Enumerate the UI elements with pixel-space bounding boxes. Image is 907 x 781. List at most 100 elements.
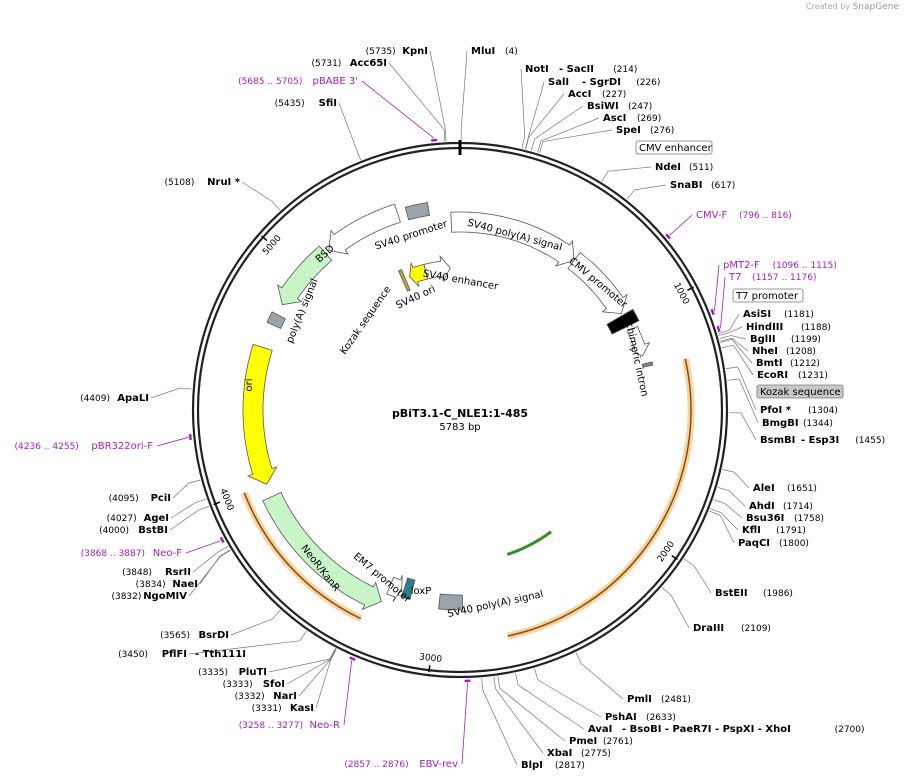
feature-chimeric-intron[interactable] (626, 325, 651, 357)
primer-leader (185, 540, 221, 554)
feature-em7-promoter[interactable] (386, 575, 403, 602)
site-pfoi[interactable]: PfoI *(1304) (760, 405, 838, 416)
site-avai[interactable]: AvaI- BsoBI - PaeR7I - PspXI - XhoI(2700… (588, 724, 865, 735)
site-kpni[interactable]: KpnI(5735) (366, 46, 428, 57)
site-bsu36i[interactable]: Bsu36I(1758) (746, 513, 824, 524)
site-apali[interactable]: ApaLI(4409) (80, 393, 149, 404)
site-tick (626, 189, 635, 200)
site-bsmbi[interactable]: BsmBI- Esp3I(1455) (760, 435, 885, 446)
feature-sv40-poly-a-signal[interactable] (438, 593, 463, 611)
site-xbai[interactable]: XbaI(2775) (547, 748, 611, 759)
site-bmti[interactable]: BmtI(1212) (756, 358, 820, 369)
site-rsrii[interactable]: RsrII(3848) (122, 567, 191, 578)
site-noti[interactable]: NotI- SacII(214) (525, 64, 637, 75)
site-asisi[interactable]: AsiSI(1181) (743, 309, 814, 320)
site-leader (534, 105, 584, 140)
site-position: (1791) (776, 526, 806, 536)
primer-pmt2f[interactable]: pMT2-F(1096 .. 1115) (723, 260, 837, 271)
site-agei[interactable]: AgeI(4027) (107, 513, 169, 524)
site-bglii[interactable]: BglII(1199) (750, 334, 821, 345)
site-name: AhdI (749, 501, 775, 512)
feature-sv40-poly-a-signal[interactable] (404, 202, 430, 221)
primer-name: Neo-R (310, 720, 341, 731)
feature-kozak-sequence[interactable] (398, 269, 411, 292)
site-leader (170, 502, 196, 519)
feature-cmv-promoter[interactable] (567, 252, 628, 315)
site-tick (220, 550, 231, 557)
site-pmli[interactable]: PmlI(2481) (627, 694, 691, 705)
feature-t7-promoter[interactable] (606, 308, 640, 335)
site-tick (445, 129, 447, 142)
site-position: (3332) (235, 692, 265, 702)
site-leader (730, 335, 747, 340)
site-nhei[interactable]: NheI(1208) (752, 346, 816, 357)
site-sali[interactable]: SalI- SgrDI(226) (548, 77, 660, 88)
site-mlui[interactable]: MluI(4) (471, 46, 518, 57)
site-tick (521, 136, 526, 149)
primer-neof[interactable]: Neo-F(3868 .. 3887) (81, 548, 183, 559)
site-bsrdi[interactable]: BsrDI(3565) (160, 630, 229, 641)
feature-poly-a-signal[interactable] (266, 311, 286, 330)
feature-sv40-enhancer[interactable] (423, 255, 451, 283)
site-bmgbi[interactable]: BmgBI(1344) (762, 418, 833, 429)
primer-cmvf[interactable]: CMV-F(796 .. 816) (696, 210, 792, 221)
site-spei[interactable]: SpeI(276) (616, 125, 674, 136)
site-ndei[interactable]: NdeI(511) (655, 162, 713, 173)
credit-prefix: Created by (806, 2, 851, 11)
site-bsteii[interactable]: BstEII(1986) (715, 588, 793, 599)
site-ngomiv[interactable]: NgoMIV(3832) (111, 591, 187, 602)
site-pcii[interactable]: PciI(4095) (109, 493, 171, 504)
site-kfli[interactable]: KflI(1791) (742, 525, 806, 536)
site-pshai[interactable]: PshAI(2633) (605, 712, 676, 723)
site-ahdi[interactable]: AhdI(1714) (749, 501, 813, 512)
feature-sv40-promoter[interactable] (328, 203, 401, 255)
site-pmei[interactable]: PmeI(2761) (569, 736, 633, 747)
feature-neor-kanr[interactable] (262, 491, 382, 611)
site-nrui[interactable]: NruI *(5108) (164, 177, 240, 188)
site-ecori[interactable]: EcoRI(1231) (757, 370, 828, 381)
primer-pbabe3[interactable]: pBABE 3'(5685 .. 5705) (238, 76, 358, 87)
primer-t7[interactable]: T7(1157 .. 1176) (728, 272, 816, 283)
site-nari[interactable]: NarI(3332) (235, 691, 297, 702)
site-position: (5108) (164, 178, 194, 188)
site-alei[interactable]: AleI(1651) (753, 483, 817, 494)
site-sfoi[interactable]: SfoI(3333) (223, 679, 285, 690)
site-naei[interactable]: NaeI(3834) (136, 579, 198, 590)
site-acc65i[interactable]: Acc65I(5731) (311, 58, 387, 69)
site-pluti[interactable]: PluTI(3335) (198, 667, 267, 678)
site-paqci[interactable]: PaqCI(1800) (738, 538, 809, 549)
site-asci[interactable]: AscI(269) (603, 113, 661, 124)
site-leader (537, 679, 602, 718)
feature-bsd[interactable] (277, 245, 333, 306)
boxed-label-kozak-sequence[interactable]: Kozak sequence (756, 384, 844, 399)
boxed-label-cmv-enhancer[interactable]: CMV enhancer (635, 140, 713, 155)
feature-loxp[interactable] (401, 577, 416, 601)
primer-pbr322orif[interactable]: pBR322ori-F(4236 .. 4255) (15, 441, 154, 452)
primer-range: (1157 .. 1176) (752, 273, 816, 283)
site-pflfi[interactable]: PflFI- Tth111I(3450) (118, 649, 246, 660)
boxed-label-t7-promoter[interactable]: T7 promoter (732, 288, 804, 303)
site-kasi[interactable]: KasI(3331) (252, 703, 314, 714)
feature-cmv-enhancer[interactable] (450, 211, 575, 267)
site-tick (188, 479, 201, 484)
site-blpi[interactable]: BlpI(2817) (521, 760, 585, 771)
site-snabi[interactable]: SnaBI(617) (670, 180, 735, 191)
primer-neor[interactable]: Neo-R(3258 .. 3277) (239, 720, 340, 731)
site-position: (2109) (741, 624, 771, 634)
primer-ebvrev[interactable]: EBV-rev(2857 .. 2876) (344, 759, 458, 770)
site-tick (537, 140, 542, 153)
site-tick (725, 366, 738, 370)
feature-label: Kozak sequence (338, 284, 393, 356)
site-acci[interactable]: AccI(227) (568, 89, 626, 100)
site-sfii[interactable]: SfiI(5435) (275, 98, 337, 109)
feature-ori[interactable] (242, 343, 278, 485)
site-bstbi[interactable]: BstBI(4000) (99, 525, 168, 536)
site-hindiii[interactable]: HindIII(1188) (746, 322, 831, 333)
primer-range: (796 .. 816) (739, 211, 792, 221)
snapgene-credit: Created by SnapGene (806, 2, 899, 12)
site-draiii[interactable]: DraIII(2109) (693, 623, 771, 634)
tick-mark (687, 286, 694, 292)
feature-kozak-sequence[interactable] (642, 361, 654, 368)
site-bsiwi[interactable]: BsiWI(247) (587, 101, 652, 112)
primer-range: (3868 .. 3887) (81, 549, 145, 559)
